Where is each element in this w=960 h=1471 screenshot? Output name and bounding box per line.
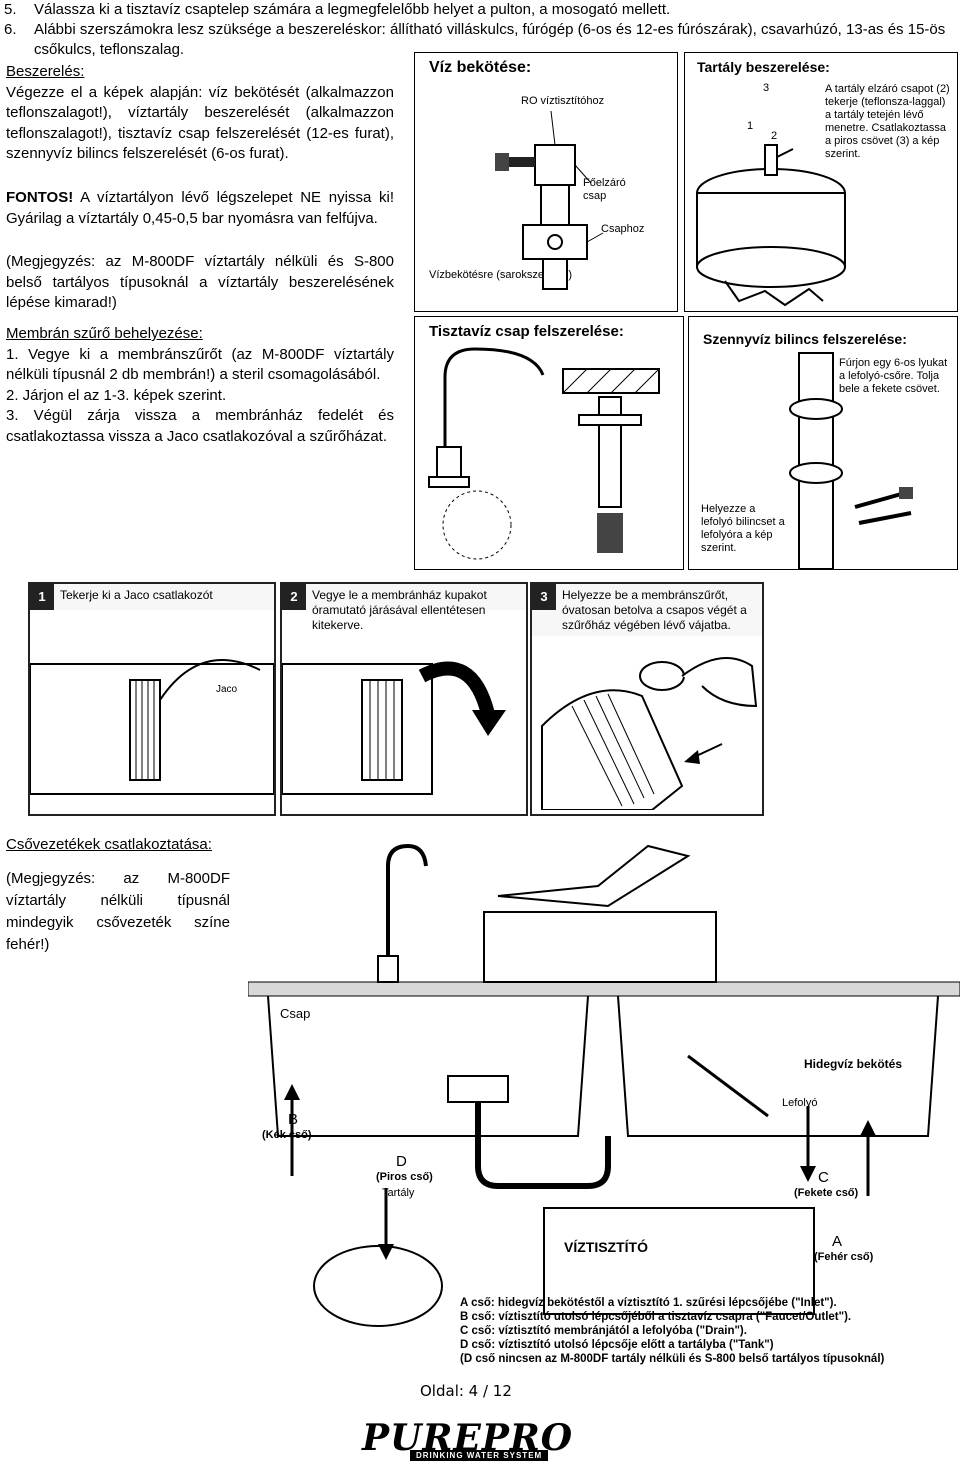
install-heading: Beszerelés: bbox=[6, 63, 85, 80]
plumbing-diagram: Csap Hidegvíz bekötés Lefolyó B (Kék cső… bbox=[248, 843, 960, 1327]
label-unit: VÍZTISZTÍTÓ bbox=[564, 1238, 648, 1255]
saddle-description: Helyezze a lefolyó bilincset a lefolyóra… bbox=[701, 503, 785, 554]
ro-label: RO víztisztítóhoz bbox=[521, 95, 605, 107]
legend-item: A cső: hidegvíz bekötéstől a víztisztító… bbox=[460, 1297, 837, 1309]
figure-title: Tartály beszerelése: bbox=[697, 59, 830, 75]
step-header bbox=[532, 584, 762, 636]
pipes-heading: Csővezetékek csatlakoztatása: bbox=[6, 836, 212, 853]
instructions-list: 5. Válassza ki a tisztavíz csaptelep szá… bbox=[4, 0, 956, 60]
step-2-figure: 2 Vegye le a membránház kupakot óramutat… bbox=[280, 582, 528, 816]
install-body: Végezze el a képek alapján: víz bekötésé… bbox=[6, 83, 394, 163]
label-a-sub: (Fehér cső) bbox=[814, 1251, 874, 1263]
label-lefolyo: Lefolyó bbox=[782, 1097, 817, 1109]
tap-label: Csaphoz bbox=[601, 223, 645, 235]
membrane-heading: Membrán szűrő behelyezése: bbox=[6, 325, 203, 342]
membrane-step: 1. Vegye ki a membránszűrőt (az M-800DF … bbox=[6, 345, 394, 384]
step-number: 2 bbox=[282, 584, 306, 610]
countertop bbox=[248, 981, 960, 997]
purepro-logo: PUREPRO DRINKING WATER SYSTEM bbox=[362, 1420, 582, 1466]
legend-item: (D cső nincsen az M-800DF tartály nélkül… bbox=[460, 1353, 885, 1365]
valve-drawing bbox=[495, 110, 604, 290]
figure-title: Víz bekötése: bbox=[429, 59, 532, 76]
membrane-drawing bbox=[541, 657, 758, 810]
drill-description: Fúrjon egy 6-os lyukat a lefolyó-csőre. … bbox=[839, 357, 948, 395]
sink-left bbox=[267, 995, 589, 1137]
list-number: 6. bbox=[4, 21, 17, 38]
cap-drawing bbox=[282, 661, 506, 795]
sink-right bbox=[617, 995, 939, 1137]
main-valve-label: Főelzáró csap bbox=[583, 177, 626, 202]
label-a: A bbox=[832, 1233, 842, 1250]
label-csap: Csap bbox=[280, 1006, 310, 1021]
membrane-step: 2. Járjon el az 1-3. képek szerint. bbox=[6, 386, 227, 404]
faucet-base bbox=[377, 955, 399, 983]
page-number: Oldal: 4 / 12 bbox=[420, 1382, 512, 1400]
list-number: 5. bbox=[4, 1, 17, 18]
list-text: Alábbi szerszámokra lesz szüksége a besz… bbox=[34, 21, 946, 58]
label-hidegviz: Hidegvíz bekötés bbox=[804, 1057, 902, 1071]
pipes-note: (Megjegyzés: az M-800DF víztartály nélkü… bbox=[6, 870, 230, 953]
warning-section: FONTOS! A víztartályon lévő légszelepet … bbox=[6, 188, 394, 229]
part-number: 1 bbox=[747, 120, 753, 132]
label-c-sub: (Fekete cső) bbox=[794, 1187, 859, 1199]
jaco-drawing: Jaco bbox=[30, 659, 274, 795]
warning-label: FONTOS! bbox=[6, 189, 74, 206]
tank-drawing: 2 3 1 bbox=[696, 82, 846, 307]
legend-item: C cső: víztisztító membránjától a lefoly… bbox=[460, 1325, 747, 1337]
figure-title: Tisztavíz csap felszerelése: bbox=[429, 323, 624, 340]
label-tartaly: Tartály bbox=[382, 1187, 415, 1199]
step-text: Helyezze be a membránszűrőt, óvatosan be… bbox=[562, 588, 747, 632]
label-d: D bbox=[396, 1153, 407, 1170]
membrane-step: 3. Végül zárja vissza a membránház fedel… bbox=[6, 407, 394, 445]
purifier-unit bbox=[543, 1207, 815, 1315]
storage-tank bbox=[313, 1245, 443, 1327]
label-c: C bbox=[818, 1169, 829, 1186]
mixer-tap bbox=[483, 911, 717, 983]
label-d-sub: (Piros cső) bbox=[376, 1171, 433, 1183]
water-connection-figure: Víz bekötése: RO víztisztítóhoz Főelzáró… bbox=[414, 52, 678, 312]
step-header bbox=[282, 584, 526, 610]
part-number: 3 bbox=[763, 82, 769, 94]
install-section: Beszerelés: Végezze el a képek alapján: … bbox=[6, 62, 394, 165]
tank-installation-figure: Tartály beszerelése: A tartály elzáró cs… bbox=[684, 52, 958, 312]
figure-title: Szennyvíz bilincs felszerelése: bbox=[703, 331, 907, 347]
drain-pipe bbox=[475, 1102, 611, 1189]
pipes-legend: A cső: hidegvíz bekötéstől a víztisztító… bbox=[460, 1296, 956, 1366]
step-3-figure: 3 Helyezze be a membránszűrőt, óvatosan … bbox=[530, 582, 764, 816]
drain-drawing bbox=[789, 352, 913, 569]
label-b-sub: (Kék cső) bbox=[262, 1129, 312, 1141]
list-item: 6. Alábbi szerszámokra lesz szüksége a b… bbox=[4, 20, 956, 60]
legend-item: B cső: víztisztító utolsó lépcsőjéből a … bbox=[460, 1311, 852, 1323]
faucet-spout bbox=[386, 843, 428, 982]
part-number: 2 bbox=[771, 130, 777, 142]
bottom-label: Vízbekötésre (sarokszelepre) bbox=[429, 269, 573, 281]
step-number: 3 bbox=[532, 584, 556, 610]
faucet-installation-figure: Tisztavíz csap felszerelése: bbox=[414, 316, 684, 570]
step-1-figure: 1 Tekerje ki a Jaco csatlakozót Jaco bbox=[28, 582, 276, 816]
list-item: 5. Válassza ki a tisztavíz csaptelep szá… bbox=[4, 0, 956, 20]
label-b: B bbox=[288, 1111, 298, 1128]
note-text: (Megjegyzés: az M-800DF víztartály nélkü… bbox=[6, 253, 394, 311]
tank-description: A tartály elzáró csapot (2) tekerje (tef… bbox=[825, 83, 950, 160]
step-header bbox=[30, 584, 274, 610]
membrane-section: Membrán szűrő behelyezése: 1. Vegye ki a… bbox=[6, 324, 394, 447]
jaco-label: Jaco bbox=[216, 684, 238, 695]
drain-saddle-figure: Szennyvíz bilincs felszerelése: Fúrjon e… bbox=[688, 316, 958, 570]
list-text: Válassza ki a tisztavíz csaptelep számár… bbox=[34, 1, 671, 18]
faucet-drawing bbox=[428, 347, 660, 560]
warning-text: A víztartályon lévő légszelepet NE nyiss… bbox=[6, 189, 394, 227]
step-text: Vegye le a membránház kupakot óramutató … bbox=[312, 588, 487, 632]
legend-item: D cső: víztisztító utolsó lépcsője előtt… bbox=[460, 1339, 774, 1351]
step-text: Tekerje ki a Jaco csatlakozót bbox=[60, 588, 213, 602]
step-number: 1 bbox=[30, 584, 54, 610]
logo-subtitle: DRINKING WATER SYSTEM bbox=[410, 1450, 549, 1461]
